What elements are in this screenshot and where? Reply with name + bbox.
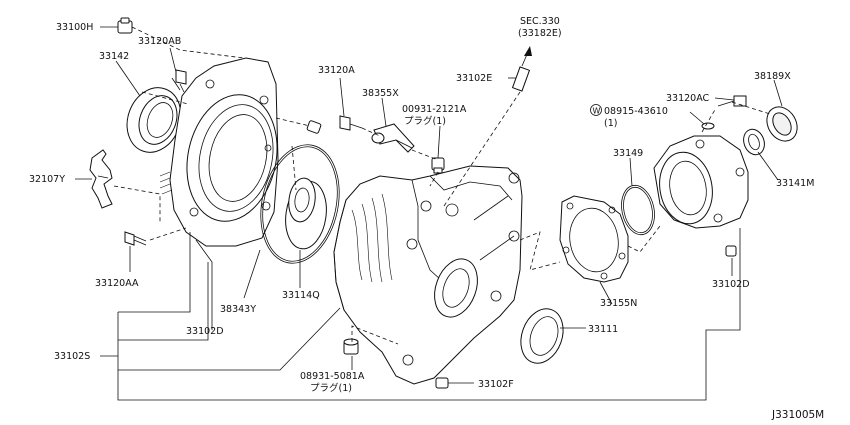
part-left-cover: [159, 57, 279, 247]
part-33102d-right-dowel: [725, 245, 737, 257]
part-33120ab-bolt: [171, 69, 187, 93]
part-main-housing: [333, 165, 523, 385]
part-dowel-pin-left: [306, 120, 322, 134]
label-08915-43610: 08915-43610: [604, 106, 668, 117]
part-33149-oring: [621, 184, 655, 236]
part-33141m-bushing: [743, 128, 765, 156]
part-33100h-plug: [117, 17, 133, 34]
label-33102e: 33102E: [456, 73, 492, 84]
label-33111: 33111: [588, 324, 618, 335]
label-w-circle: W: [593, 107, 601, 116]
label-plug-lower: プラグ(1): [310, 382, 352, 394]
label-33142: 33142: [99, 51, 129, 62]
label-32107y: 32107Y: [29, 174, 65, 185]
label-33114q: 33114Q: [282, 290, 320, 301]
label-33102s: 33102S: [54, 351, 90, 362]
label-33120ab: 33120AB: [138, 36, 181, 47]
label-33155n: 33155N: [600, 298, 637, 309]
label-33102d-right: 33102D: [712, 279, 750, 290]
label-33141m: 33141M: [776, 178, 814, 189]
part-33120a-bolt: [339, 115, 363, 131]
label-33120ac: 33120AC: [666, 93, 710, 104]
label-plug-upper: プラグ(1): [404, 115, 446, 127]
part-labels: 33100H 33120AB 33142 32107Y 33120AA 3312…: [29, 16, 824, 421]
part-08915-washer: [701, 122, 715, 130]
part-33111-seal: [520, 308, 564, 364]
label-08915-washer-group: W 08915-43610 (1): [590, 104, 668, 129]
label-38343y: 38343Y: [220, 304, 256, 315]
part-33102e-stud: [511, 46, 532, 92]
part-32107y-bracket: [89, 149, 113, 209]
label-08931-5081a: 08931-5081A: [300, 371, 365, 382]
label-33120aa: 33120AA: [95, 278, 139, 289]
part-33155n-gasket: [559, 195, 629, 283]
label-33102f: 33102F: [478, 379, 514, 390]
label-33120a: 33120A: [318, 65, 355, 76]
part-33120ac-bolt: [717, 95, 747, 107]
label-33102d-left: 33102D: [186, 326, 224, 337]
label-00931-2121a: 00931-2121A: [402, 104, 467, 115]
diagram-id-code: J331005M: [771, 409, 824, 421]
assembly-dashed-lines: [113, 26, 771, 345]
label-38355x: 38355X: [362, 88, 399, 99]
label-33100h: 33100H: [56, 22, 93, 33]
label-08915-qty: (1): [604, 118, 617, 129]
label-sec330-ref: (33182E): [518, 28, 562, 39]
part-38343y-oring: [260, 144, 340, 264]
leader-lines: [75, 26, 783, 401]
label-38189x: 38189X: [754, 71, 791, 82]
label-sec330: SEC.330: [520, 16, 560, 27]
part-33114q-bearing: [285, 177, 327, 250]
part-38189x-seal: [766, 106, 798, 142]
part-33102f-dowel: [435, 377, 449, 389]
part-33142-seal: [126, 87, 182, 153]
label-33149: 33149: [613, 148, 643, 159]
part-38355x-breather: [371, 123, 415, 153]
part-33120aa-bolt: [124, 231, 147, 246]
part-rear-housing: [653, 135, 749, 229]
part-00931-2121a-plug: [431, 157, 445, 174]
part-08931-5081a-plug: [343, 338, 359, 355]
